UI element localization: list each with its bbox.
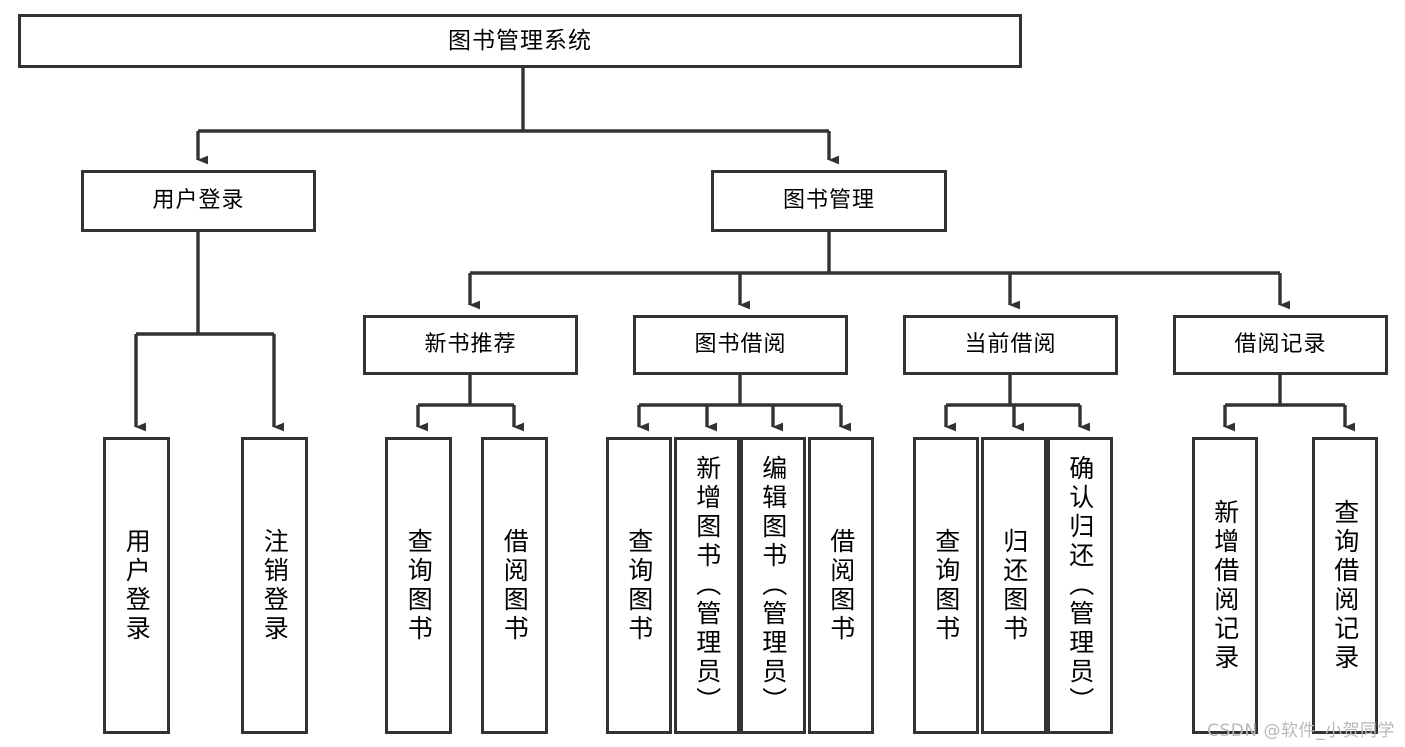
leaf-user-login-signin[interactable]: 用户登录 — [103, 437, 170, 734]
node-label: 用户登录 — [122, 527, 152, 644]
leaf-new-book-borrow[interactable]: 借阅图书 — [481, 437, 548, 734]
leaf-borrow-edit-book-admin[interactable]: 编辑图书（管理员） — [740, 437, 806, 734]
node-label: 查询图书 — [404, 527, 434, 644]
leaf-records-query-record[interactable]: 查询借阅记录 — [1312, 437, 1378, 734]
node-new-book-recommend[interactable]: 新书推荐 — [363, 315, 578, 375]
leaf-borrow-query-book[interactable]: 查询图书 — [606, 437, 672, 734]
leaf-borrow-borrow-book[interactable]: 借阅图书 — [808, 437, 874, 734]
leaf-current-query-book[interactable]: 查询图书 — [913, 437, 979, 734]
leaf-user-login-signout[interactable]: 注销登录 — [241, 437, 308, 734]
node-book-borrow[interactable]: 图书借阅 — [633, 315, 848, 375]
node-current-borrow[interactable]: 当前借阅 — [903, 315, 1118, 375]
watermark-text: CSDN @软件_小贺同学 — [1207, 721, 1395, 741]
node-label: 查询图书 — [931, 527, 961, 644]
node-label: 编辑图书（管理员） — [758, 455, 788, 716]
node-user-login[interactable]: 用户登录 — [81, 170, 316, 232]
node-label: 图书管理 — [782, 188, 875, 214]
leaf-current-confirm-return-admin[interactable]: 确认归还（管理员） — [1047, 437, 1113, 734]
node-label: 查询借阅记录 — [1330, 498, 1360, 673]
node-label: 图书管理系统 — [448, 27, 592, 54]
node-label: 确认归还（管理员） — [1065, 455, 1095, 716]
node-label: 注销登录 — [260, 527, 290, 644]
node-root-system[interactable]: 图书管理系统 — [18, 14, 1022, 68]
node-label: 借阅记录 — [1234, 332, 1327, 358]
node-label: 归还图书 — [999, 527, 1029, 644]
node-label: 新增借阅记录 — [1210, 498, 1240, 673]
node-label: 借阅图书 — [826, 527, 856, 644]
leaf-records-add-record[interactable]: 新增借阅记录 — [1192, 437, 1258, 734]
node-label: 新书推荐 — [424, 332, 517, 358]
node-label: 图书借阅 — [694, 332, 787, 358]
leaf-current-return-book[interactable]: 归还图书 — [981, 437, 1047, 734]
node-borrow-records[interactable]: 借阅记录 — [1173, 315, 1388, 375]
node-label: 当前借阅 — [964, 332, 1057, 358]
leaf-new-book-query[interactable]: 查询图书 — [385, 437, 452, 734]
node-label: 用户登录 — [152, 188, 245, 214]
node-book-management[interactable]: 图书管理 — [711, 170, 947, 232]
node-label: 借阅图书 — [500, 527, 530, 644]
node-label: 新增图书（管理员） — [692, 455, 722, 716]
leaf-borrow-add-book-admin[interactable]: 新增图书（管理员） — [674, 437, 740, 734]
node-label: 查询图书 — [624, 527, 654, 644]
